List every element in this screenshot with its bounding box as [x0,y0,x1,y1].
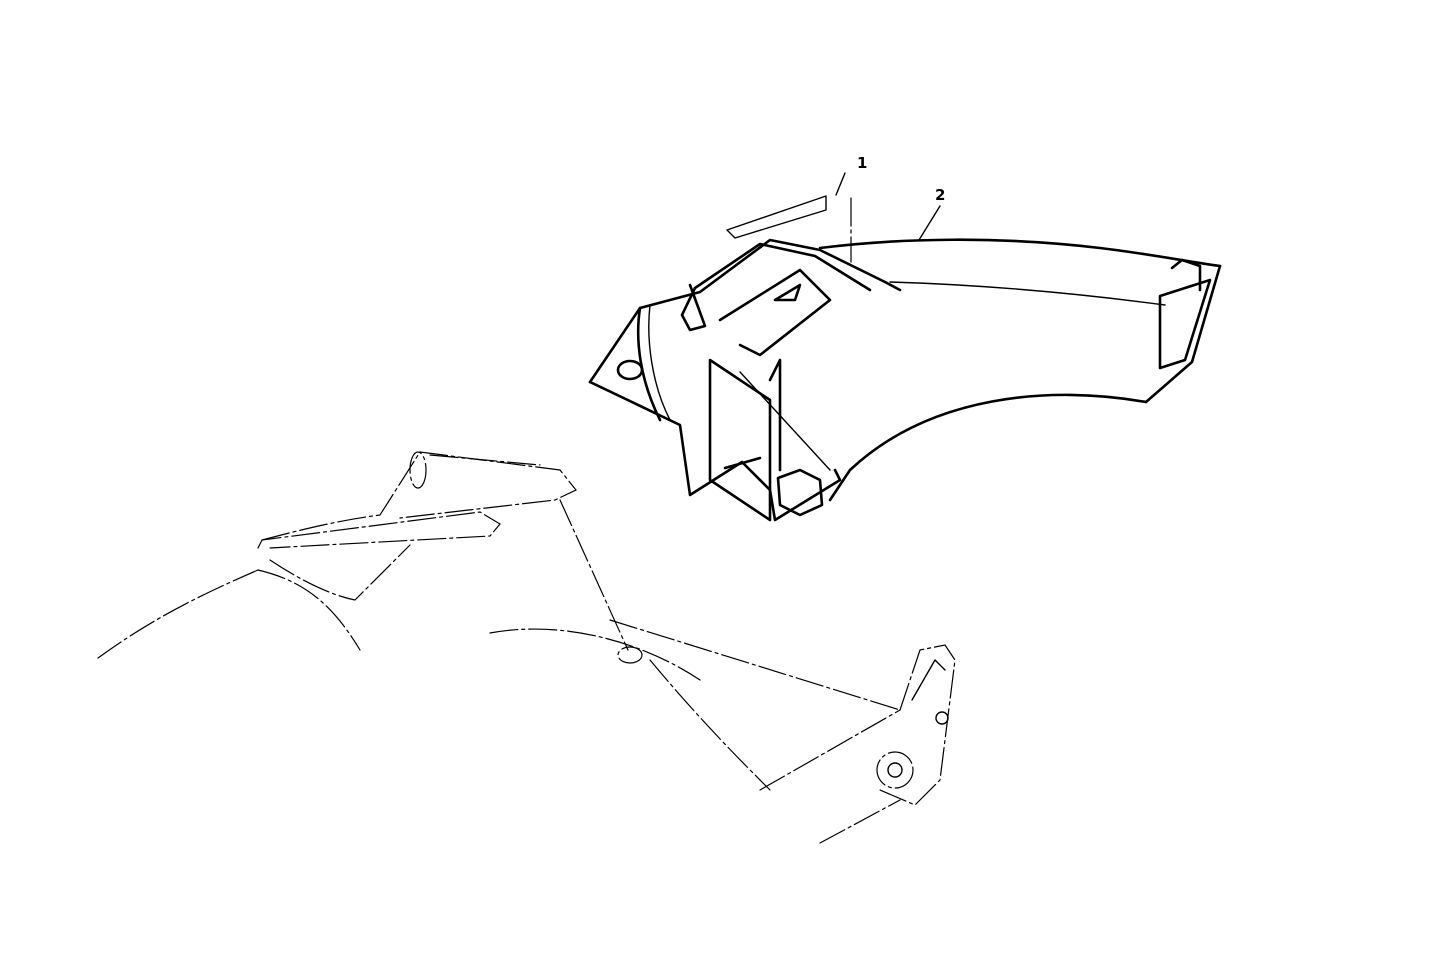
vehicle-body-phantom [97,451,956,844]
part-1-decal [726,172,852,263]
leader-2 [918,205,941,241]
leader-1 [835,172,846,196]
part-2-shield [588,205,1222,522]
callout-label-2: 2 [935,186,946,204]
callout-label-1: 1 [857,154,868,172]
